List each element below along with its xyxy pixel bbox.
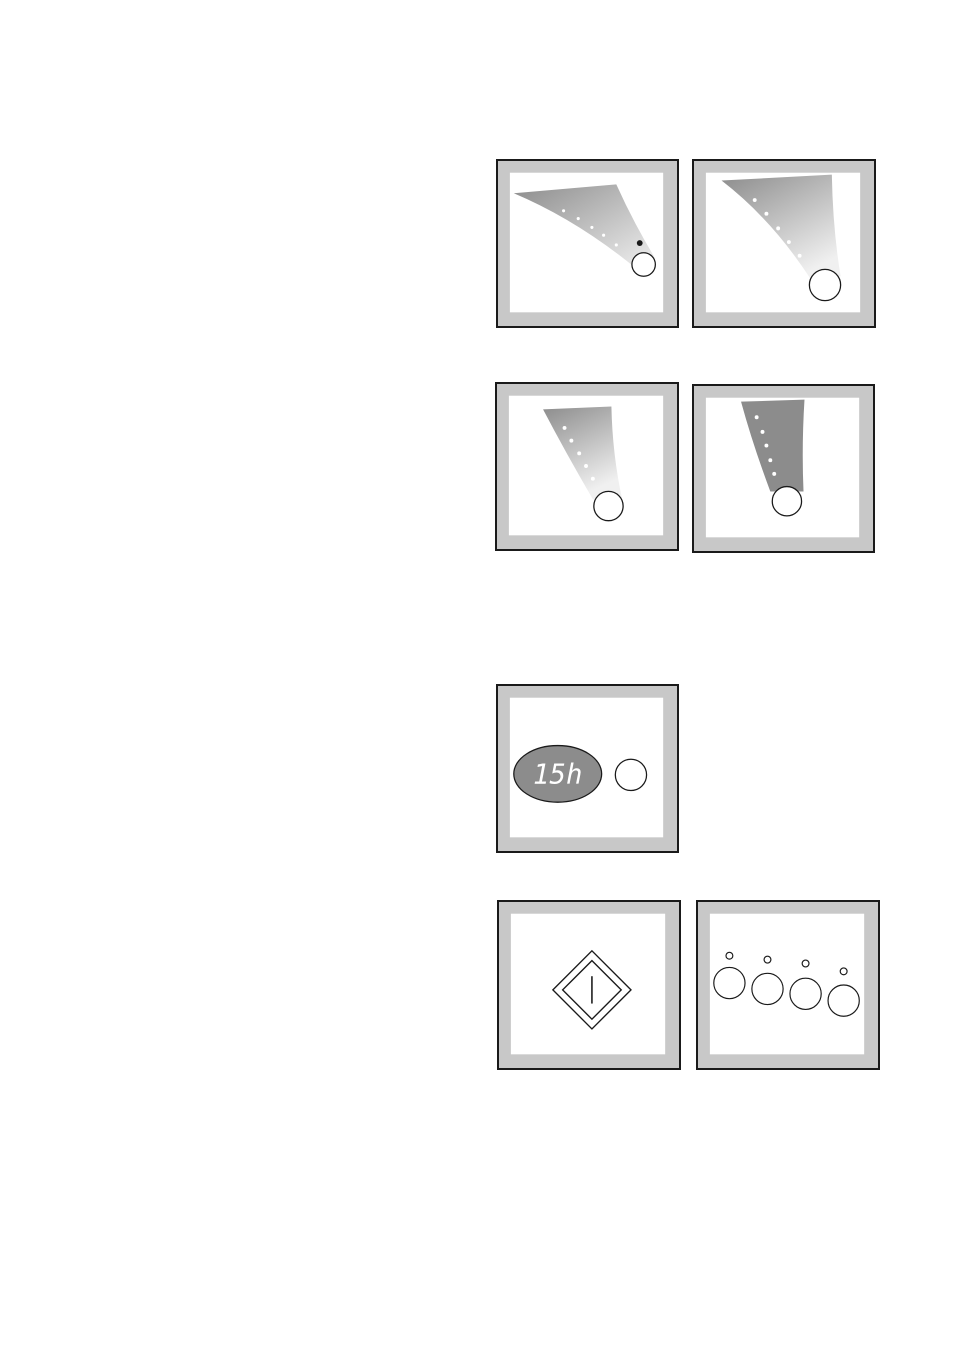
options-panel-graphic [698,902,878,1068]
indicator-led-icon [802,960,809,967]
indicator-led-icon [764,956,771,963]
selector-panel-1 [496,159,679,328]
option-button-icon[interactable] [714,967,745,998]
selector-panel-4 [692,384,875,553]
selector-knob-button[interactable] [772,487,801,516]
selector-knob-button[interactable] [809,269,840,300]
start-panel [497,900,681,1070]
timer-button[interactable] [615,759,646,790]
indicator-led-icon [726,952,733,959]
option-button-icon[interactable] [828,985,859,1016]
selector-knob-button[interactable] [632,253,655,276]
timer-panel-graphic: 15h [498,686,677,851]
selector-panel-3 [495,382,679,551]
selector-knob-button[interactable] [594,491,623,520]
timer-display-value: 15h [533,760,582,791]
selector-panel-1-graphic [498,161,677,326]
start-panel-graphic [499,902,679,1068]
active-setting-dot [637,240,643,246]
selector-panel-4-graphic [694,386,873,551]
timer-panel: 15h [496,684,679,853]
selector-panel-3-graphic [497,384,677,549]
option-button-icon[interactable] [752,973,783,1004]
selector-panel-2 [692,159,876,328]
selector-panel-2-graphic [694,161,874,326]
indicator-led-icon [840,968,847,975]
options-panel [696,900,880,1070]
option-button-icon[interactable] [790,978,821,1009]
